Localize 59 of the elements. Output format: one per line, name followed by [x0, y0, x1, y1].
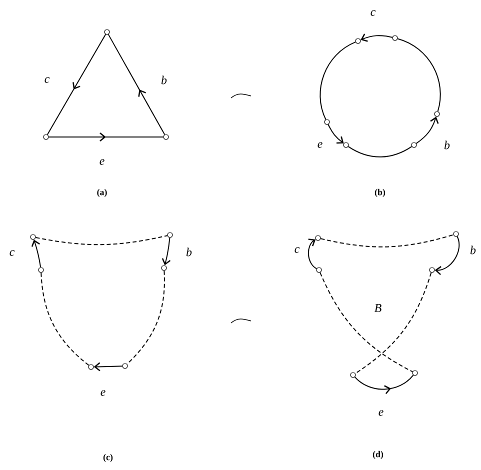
vertex	[343, 142, 349, 148]
edge	[434, 236, 460, 276]
edge	[354, 374, 414, 394]
edge-label: e	[100, 390, 106, 396]
edge-label: b	[186, 248, 192, 256]
edge	[416, 116, 439, 144]
edge	[320, 272, 413, 372]
vertex	[453, 231, 459, 237]
edge-label: c	[10, 250, 15, 256]
edge	[46, 34, 106, 136]
vertex	[350, 372, 356, 378]
edge	[348, 146, 412, 158]
vertex	[392, 35, 398, 41]
vertex	[412, 370, 418, 376]
edge-label: b	[444, 140, 450, 150]
vertex	[161, 265, 167, 271]
edge	[94, 362, 123, 372]
vertex	[88, 364, 94, 370]
edge-label: c	[294, 247, 300, 253]
edge-label: c	[370, 10, 376, 16]
panel-caption: (b)	[374, 188, 386, 198]
edge	[40, 272, 90, 366]
vertex	[104, 29, 110, 35]
vertex	[324, 119, 330, 125]
edge	[320, 42, 356, 120]
edge	[360, 34, 393, 42]
edge	[162, 237, 171, 266]
edge	[328, 124, 344, 144]
edge	[397, 38, 441, 112]
edge-label: b	[470, 246, 476, 254]
region-label: B	[374, 304, 382, 312]
panel-caption: (a)	[97, 188, 107, 198]
edge	[320, 234, 454, 248]
vertex	[30, 234, 36, 240]
vertex	[122, 363, 128, 369]
edge	[108, 34, 166, 136]
vertex	[429, 267, 435, 273]
edge-label: c	[44, 77, 50, 83]
edge	[48, 132, 164, 142]
edge-label: e	[378, 410, 384, 416]
vertex	[38, 267, 44, 273]
vertex	[315, 235, 321, 241]
edge-label: b	[161, 76, 167, 84]
edge-label: e	[100, 159, 104, 165]
vertex	[434, 111, 440, 117]
edge	[308, 238, 318, 270]
vertex	[163, 134, 169, 140]
edge	[31, 240, 42, 268]
panel-caption: (d)	[372, 450, 384, 460]
edge-label: e	[318, 142, 322, 148]
vertex	[167, 232, 173, 238]
vertex	[411, 142, 417, 148]
vertex	[43, 134, 49, 140]
edge	[354, 272, 432, 374]
vertex	[316, 267, 322, 273]
edge	[35, 235, 168, 246]
panel-caption: (c)	[103, 454, 113, 462]
edge	[126, 270, 165, 365]
vertex	[355, 38, 361, 44]
